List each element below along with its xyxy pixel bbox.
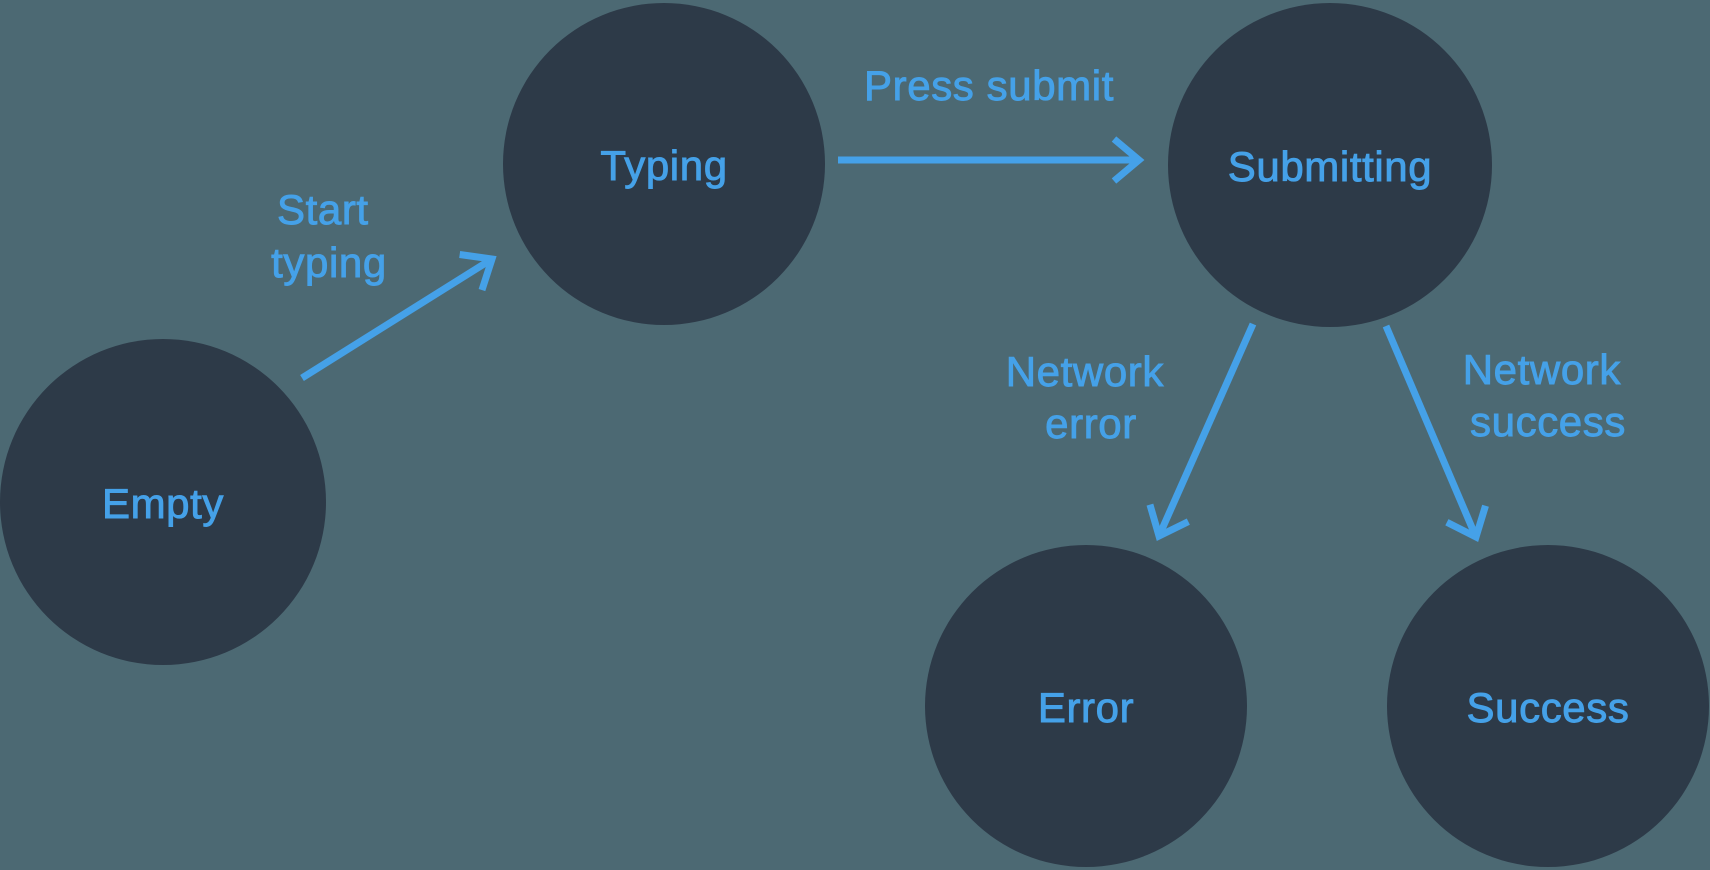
transition-label-line: Press submit	[864, 62, 1114, 109]
state-circle-typing	[503, 3, 825, 325]
transition-label-line: Start	[277, 186, 369, 233]
state-label-error: Error	[1038, 684, 1134, 731]
transition-typing-submitting: Press submit	[838, 62, 1145, 184]
state-circle-empty	[0, 339, 326, 665]
transition-label-start-typing: Start typing	[271, 186, 387, 286]
state-node-success: Success	[1387, 545, 1709, 867]
transition-arrow-submitting-error	[1146, 322, 1257, 541]
state-circle-submitting	[1168, 3, 1492, 327]
state-node-submitting: Submitting	[1168, 3, 1492, 327]
transition-label-line: error	[1045, 400, 1137, 447]
state-label-empty: Empty	[102, 480, 224, 527]
transition-submitting-success: Network success	[1382, 324, 1634, 543]
transition-arrow-empty-typing	[300, 251, 497, 381]
state-circle-error	[925, 545, 1247, 867]
transition-empty-typing: Start typing	[271, 186, 497, 381]
transition-label-network-error: Network error	[1006, 348, 1177, 447]
transition-label-line: Network	[1006, 348, 1165, 395]
transition-arrow-submitting-success	[1382, 324, 1489, 543]
state-node-empty: Empty	[0, 339, 326, 665]
state-label-submitting: Submitting	[1228, 143, 1432, 190]
transition-label-press-submit: Press submit	[864, 62, 1114, 109]
transition-label-line: success	[1470, 398, 1626, 445]
transition-submitting-error: Network error	[1005, 322, 1257, 541]
state-label-typing: Typing	[600, 142, 727, 189]
transition-label-network-success: Network success	[1463, 346, 1634, 445]
state-node-error: Error	[925, 545, 1247, 867]
transition-label-line: Network	[1463, 346, 1622, 393]
state-node-typing: Typing	[503, 3, 825, 325]
state-circle-success	[1387, 545, 1709, 867]
transition-label-line: typing	[271, 239, 387, 286]
state-label-success: Success	[1467, 684, 1630, 731]
